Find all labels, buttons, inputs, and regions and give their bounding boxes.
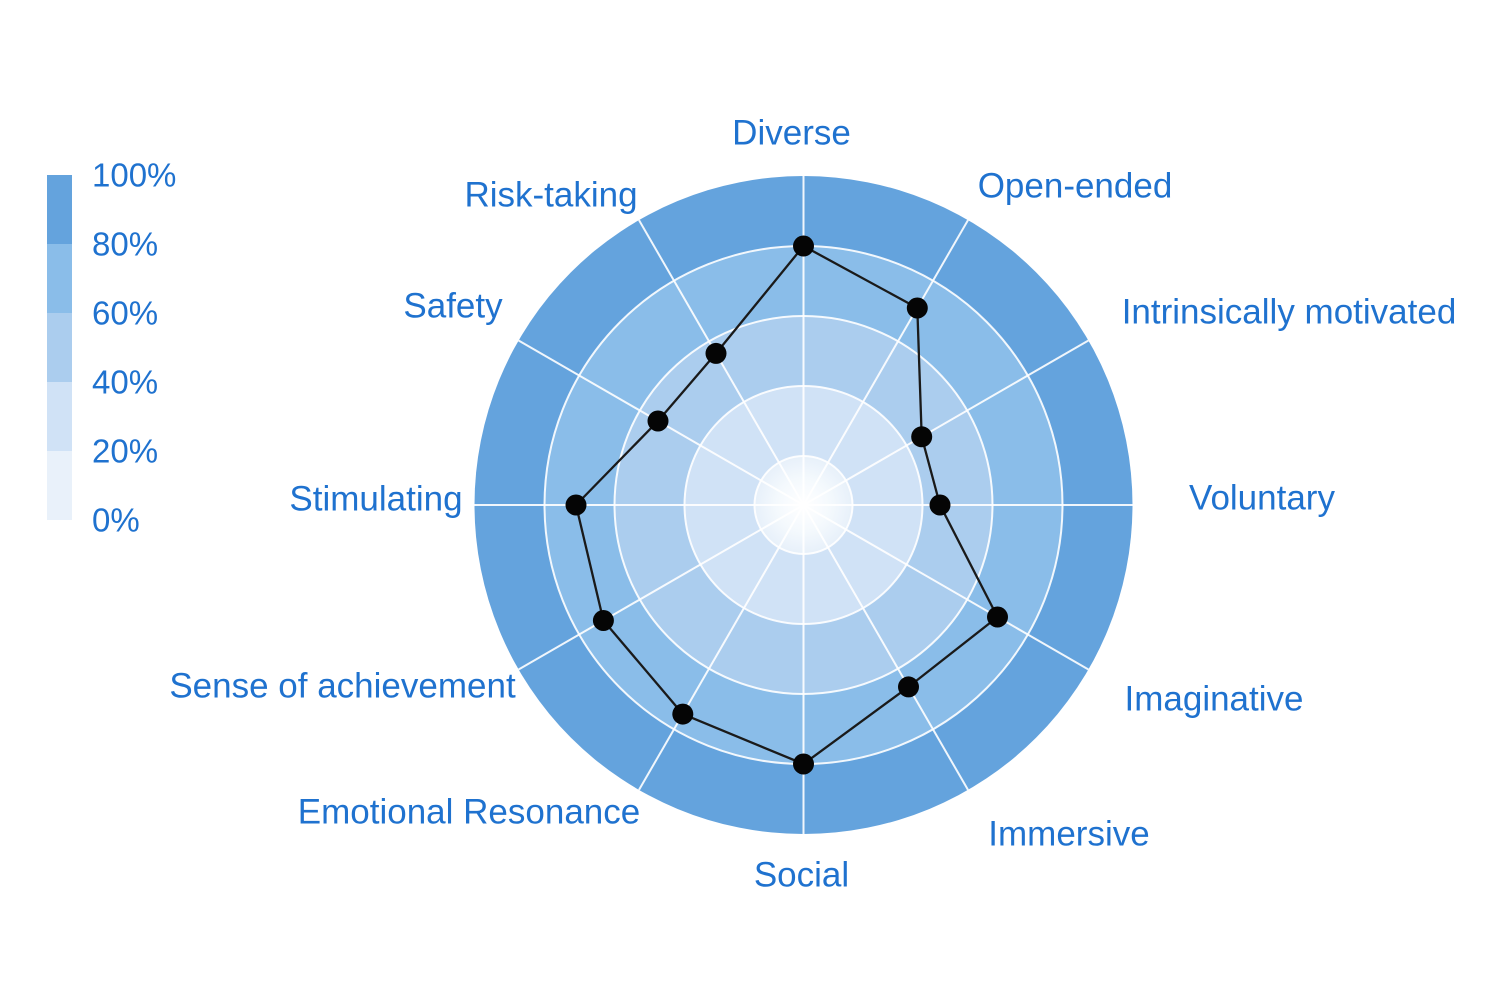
axis-label-diverse: Diverse: [732, 113, 851, 153]
data-point-voluntary: [929, 494, 951, 516]
grid-spoke: [803, 339, 1089, 506]
legend-label-20: 20%: [92, 432, 159, 470]
grid-spoke: [802, 219, 969, 506]
radar-data-points: [565, 235, 1008, 775]
legend-swatch-0-20: [47, 451, 72, 520]
legend-label-80: 80%: [92, 225, 159, 263]
axis-label-emotional-resonance: Emotional Resonance: [297, 792, 641, 832]
axis-label-voluntary: Voluntary: [1189, 478, 1335, 518]
axis-label-intrinsically-motivated: Intrinsically motivated: [1121, 292, 1457, 332]
legend-swatch-60-80: [47, 244, 72, 313]
data-point-emotional-resonance: [672, 703, 694, 725]
legend-swatch-40-60: [47, 313, 72, 382]
axis-label-social: Social: [753, 855, 850, 895]
data-point-open-ended: [906, 297, 928, 319]
grid-spoke: [518, 504, 804, 671]
legend-label-0: 0%: [92, 501, 140, 539]
legend-label-60: 60%: [92, 294, 159, 332]
data-point-intrinsically-motivated: [911, 426, 933, 448]
grid-spoke: [638, 219, 805, 506]
axis-label-immersive: Immersive: [988, 814, 1150, 854]
data-point-stimulating: [565, 494, 587, 516]
axis-label-open-ended: Open-ended: [977, 166, 1173, 206]
data-point-safety: [647, 410, 669, 432]
data-point-sense-of-achievement: [592, 610, 614, 631]
legend-label-100: 100%: [92, 156, 177, 194]
data-point-diverse: [793, 235, 814, 257]
legend-color-bar: [47, 175, 72, 520]
grid-spoke: [802, 504, 969, 791]
legend-swatch-80-100: [47, 175, 72, 244]
legend-label-40: 40%: [92, 363, 159, 401]
legend-swatch-20-40: [47, 382, 72, 451]
grid-spoke: [638, 504, 805, 791]
data-point-risk-taking: [705, 342, 727, 364]
axis-label-stimulating: Stimulating: [289, 479, 463, 519]
axis-label-safety: Safety: [403, 286, 503, 326]
axis-label-sense-of-achievement: Sense of achievement: [169, 666, 516, 706]
grid-spoke: [803, 504, 1089, 671]
data-point-imaginative: [987, 606, 1008, 628]
axis-label-risk-taking: Risk-taking: [464, 175, 638, 215]
axis-label-imaginative: Imaginative: [1124, 679, 1304, 719]
data-point-immersive: [898, 676, 919, 698]
data-point-social: [793, 753, 814, 775]
